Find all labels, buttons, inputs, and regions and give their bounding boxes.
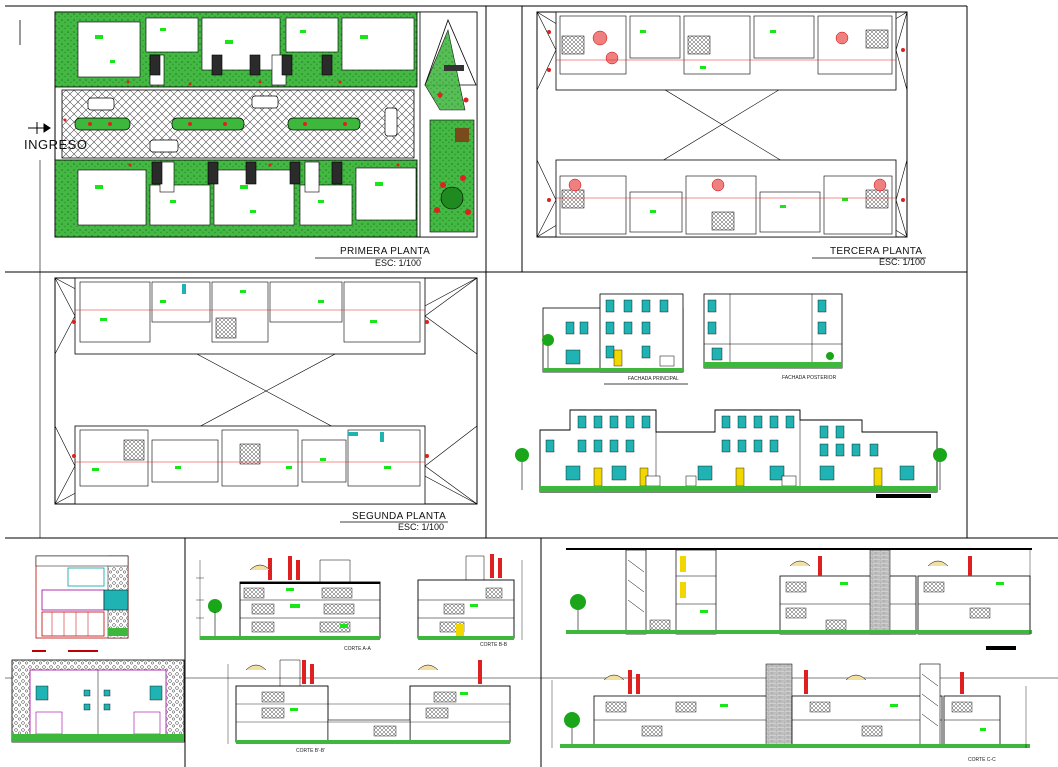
entrance-label: INGRESO (24, 137, 88, 152)
second-floor-scale: ESC: 1/100 (398, 522, 445, 532)
first-floor-scale: ESC: 1/100 (375, 258, 422, 268)
section-b2-b2 (227, 659, 511, 744)
rear-facade-label: FACHADA POSTERIOR (782, 375, 837, 381)
second-floor-plan (54, 277, 478, 505)
front-facade-small (542, 293, 684, 373)
section-b2-label: CORTE B'-B' (296, 748, 326, 754)
sheet-frame (5, 5, 1058, 767)
side-elevation (32, 555, 129, 652)
section-b-b (417, 554, 523, 640)
front-facade-label: FACHADA PRINCIPAL (628, 376, 679, 382)
third-floor-scale: ESC: 1/100 (879, 257, 926, 267)
third-floor-plan (536, 11, 908, 238)
section-a-a (196, 556, 381, 640)
section-c-c-upper (566, 548, 1032, 650)
section-a-label: CORTE A-A (344, 646, 371, 652)
title-underlines (315, 257, 926, 523)
third-floor-title: TERCERA PLANTA (830, 246, 923, 257)
second-floor-title: SEGUNDA PLANTA (352, 511, 447, 522)
section-b-label: CORTE B-B (480, 642, 508, 648)
first-floor-title: PRIMERA PLANTA (340, 246, 431, 257)
front-facade-large (515, 409, 947, 498)
rear-facade-small (703, 293, 843, 369)
section-c-c-lower (551, 663, 1030, 748)
first-floor-plan (28, 11, 478, 238)
section-c-label: CORTE C-C (968, 757, 996, 763)
rear-elevation-stone (11, 659, 185, 743)
